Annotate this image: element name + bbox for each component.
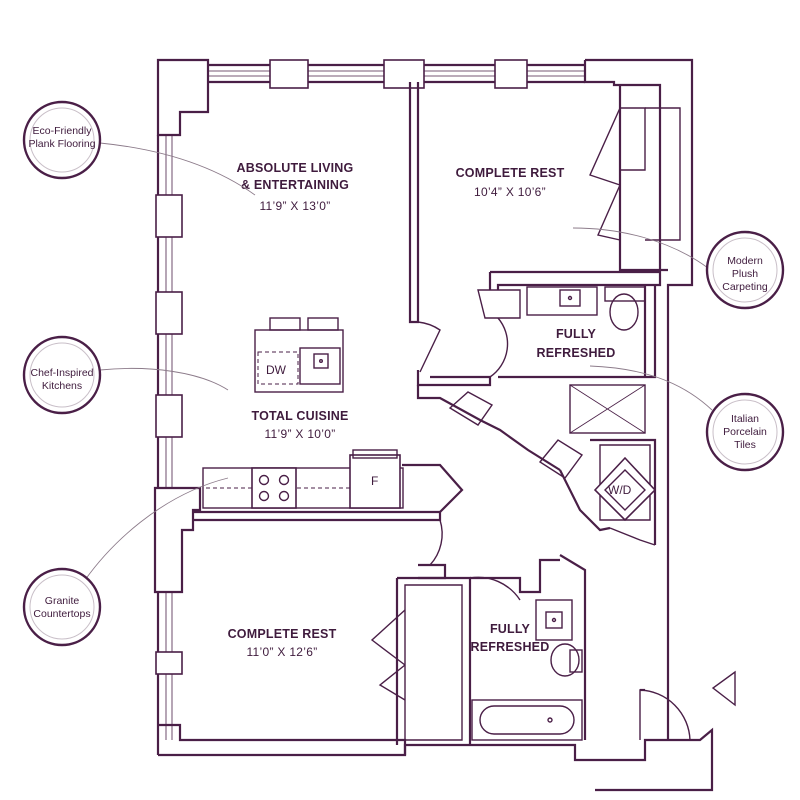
bath-top-title-line2: REFRESHED (537, 346, 616, 360)
callout-flooring: Eco-Friendly Plank Flooring (22, 100, 102, 180)
fridge-label: F (371, 474, 378, 488)
bath-bottom-title-line1: FULLY (490, 622, 531, 636)
callout-carpeting-line3: Carpeting (722, 281, 768, 293)
callout-tiles-line3: Tiles (734, 439, 756, 451)
kitchen-dimensions: 11’9” X 10’0” (264, 427, 335, 441)
living-title-line2: & ENTERTAINING (241, 178, 349, 192)
washer-dryer-label: W/D (608, 483, 632, 497)
interior-walls (193, 82, 691, 745)
triangle-left-icon (711, 670, 736, 707)
bedroom-top-title: COMPLETE REST (456, 166, 565, 180)
callout-kitchens-line1: Chef-Inspired (30, 367, 93, 379)
callout-leaders (84, 142, 713, 581)
bedroom-top-dimensions: 10’4” X 10’6” (474, 185, 546, 199)
living-dimensions: 11’9” X 13’0” (259, 199, 330, 213)
living-title-line1: ABSOLUTE LIVING (237, 161, 354, 175)
callout-tiles-line1: Italian (731, 413, 759, 425)
callout-carpeting-line2: Plush (732, 268, 758, 280)
callout-flooring-line1: Eco-Friendly (33, 125, 93, 137)
bath-top-title-line1: FULLY (556, 327, 597, 341)
callout-tiles-line2: Porcelain (723, 426, 767, 438)
callout-countertops: Granite Countertops (22, 567, 102, 647)
bedroom-bottom-dimensions: 11’0” X 12’6” (246, 645, 317, 659)
bedroom-bottom-title: COMPLETE REST (228, 627, 337, 641)
callout-flooring-line2: Plank Flooring (28, 138, 95, 150)
callout-countertops-line1: Granite (45, 595, 80, 607)
kitchen-fixtures (202, 317, 404, 509)
dishwasher-label: DW (266, 363, 287, 377)
callout-carpeting-line1: Modern (727, 255, 763, 267)
bath-bottom-title-line2: REFRESHED (471, 640, 550, 654)
callout-countertops-line2: Countertops (33, 608, 90, 620)
callout-kitchens: Chef-Inspired Kitchens (22, 335, 102, 415)
callout-carpeting: Modern Plush Carpeting (705, 230, 785, 310)
callout-tiles: Italian Porcelain Tiles (705, 392, 785, 472)
kitchen-title: TOTAL CUISINE (251, 409, 348, 423)
callout-kitchens-line2: Kitchens (42, 380, 82, 392)
